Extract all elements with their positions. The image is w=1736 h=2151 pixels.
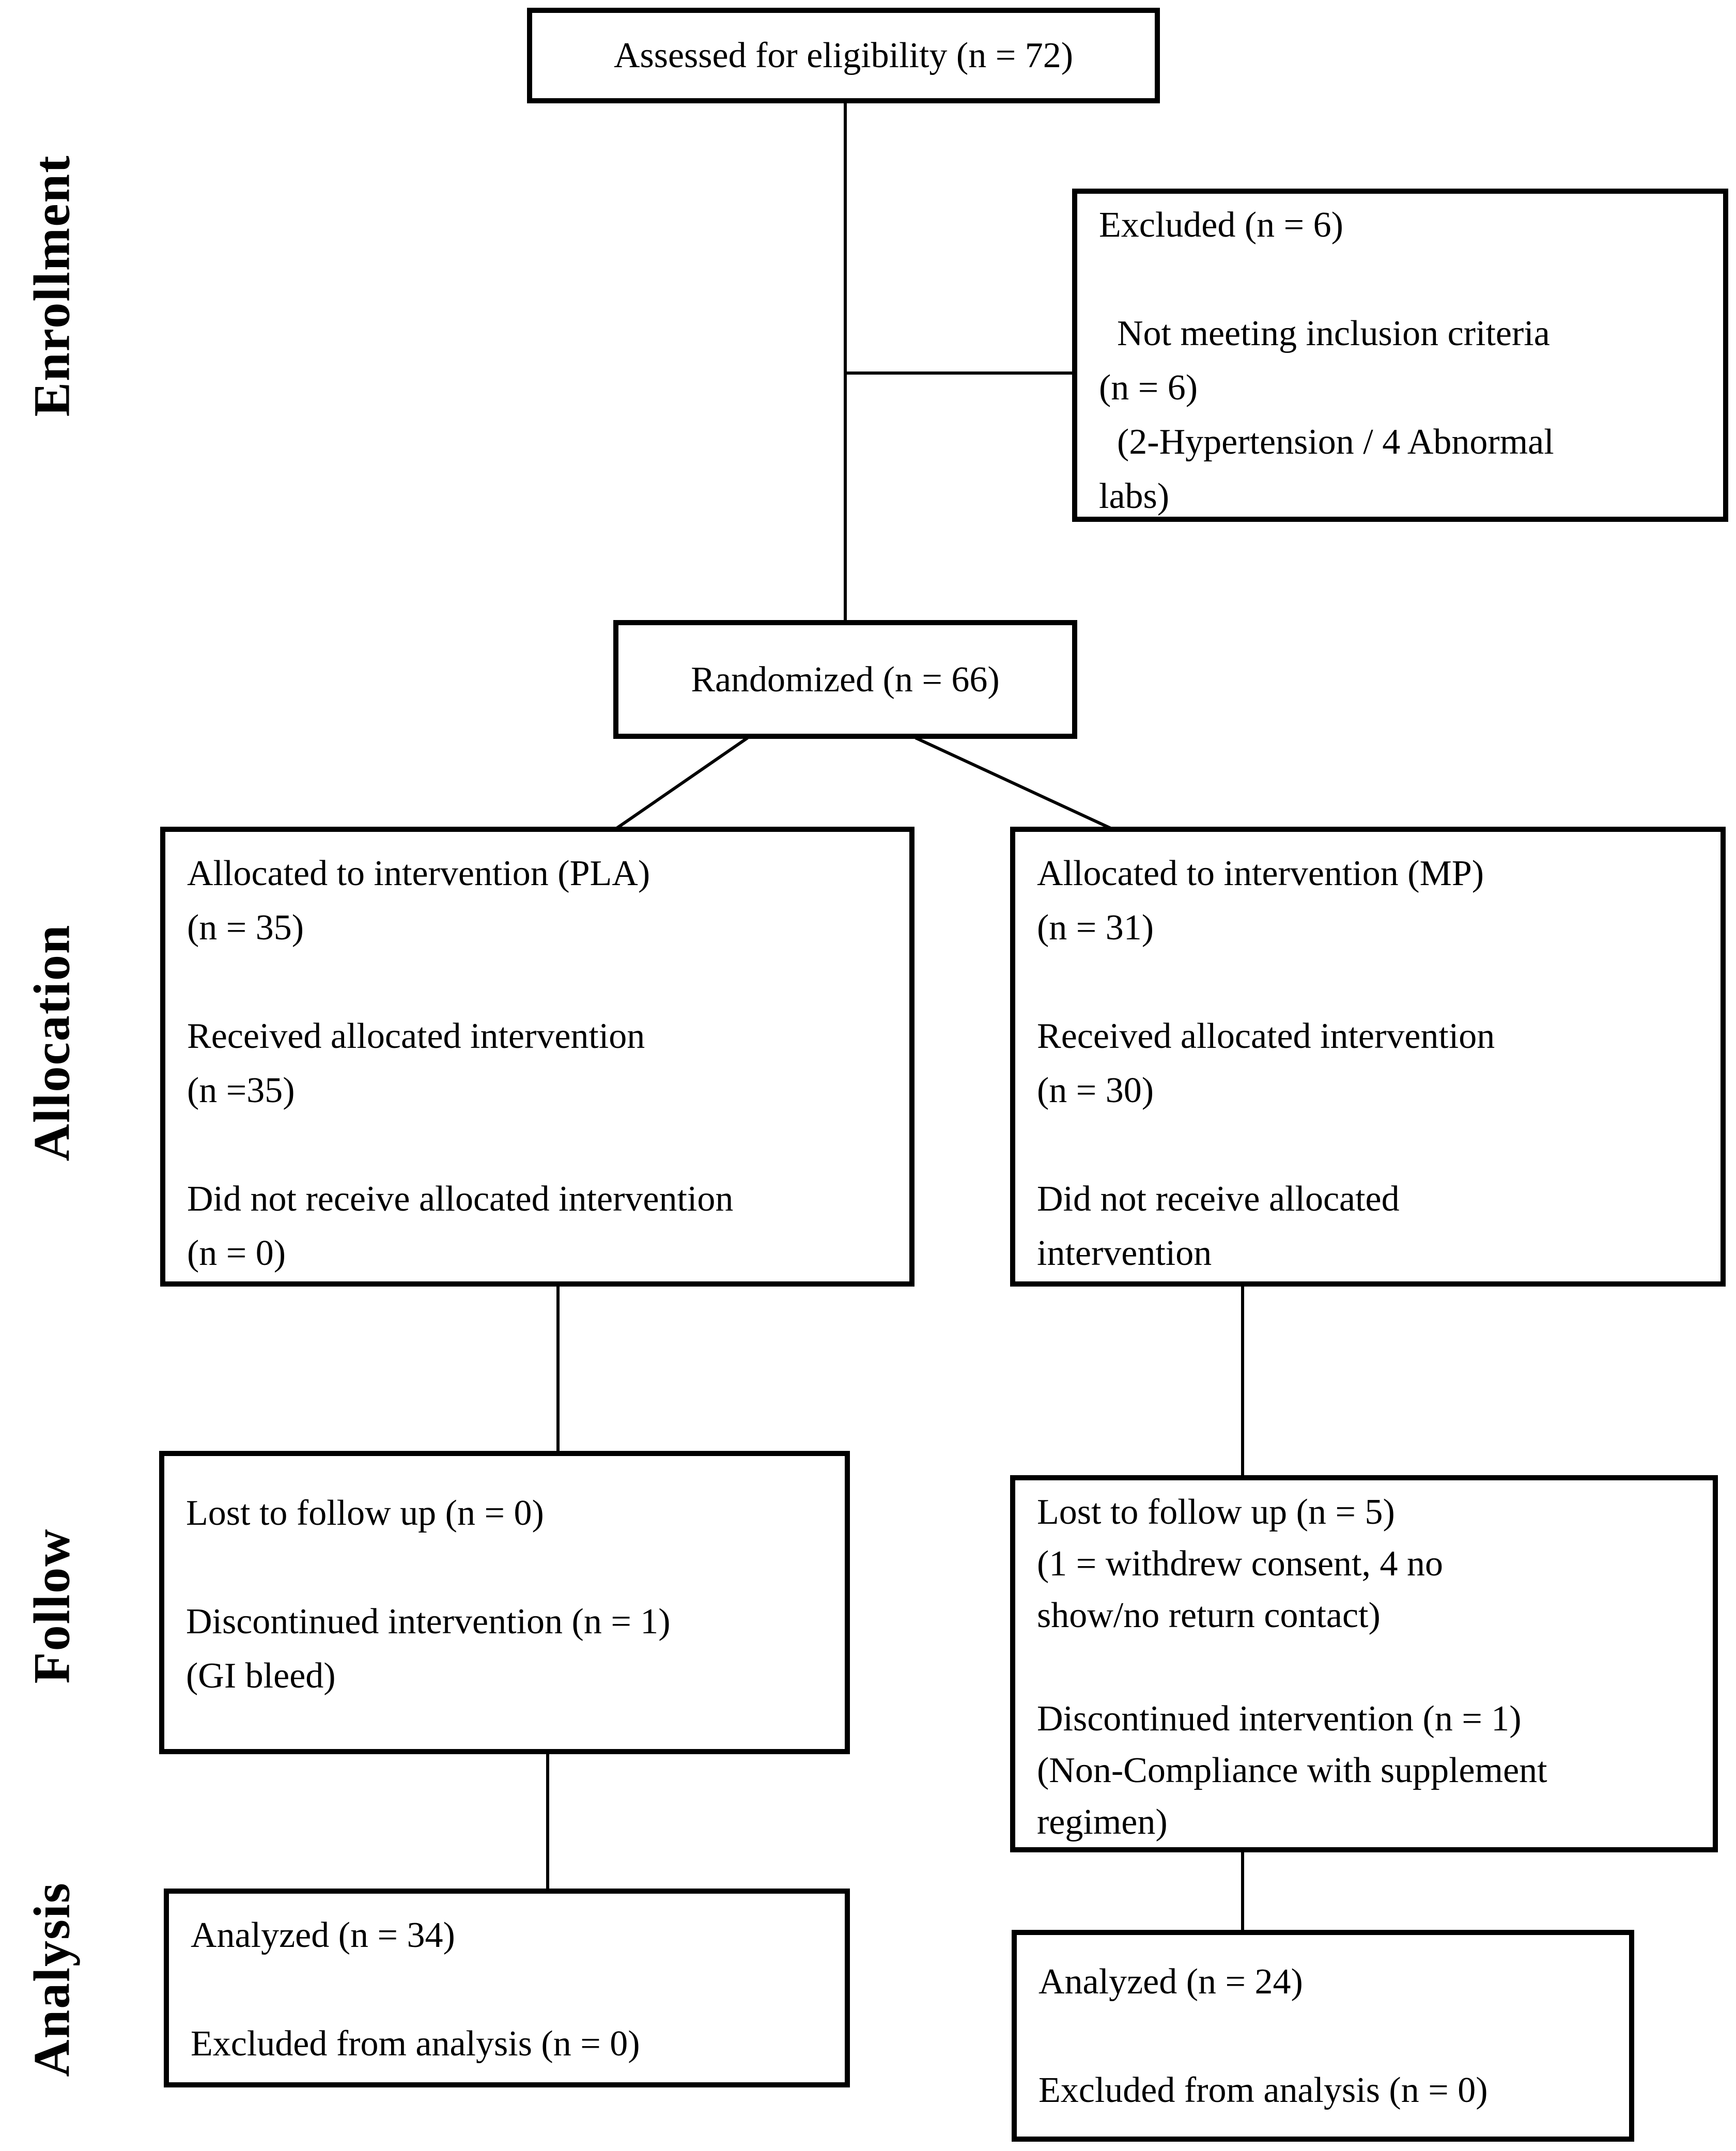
text-line: (n = 30)	[1037, 1071, 1154, 1110]
stage-label-analysis: Analysis	[23, 1882, 81, 2077]
box-excluded: Excluded (n = 6) Not meeting inclusion c…	[1072, 189, 1728, 522]
text-line: Lost to follow up (n = 0)	[186, 1493, 544, 1533]
text-line: Lost to follow up (n = 5)	[1037, 1492, 1395, 1532]
box-assessed-eligibility: Assessed for eligibility (n = 72)	[527, 8, 1160, 103]
text-line: Not meeting inclusion criteria	[1099, 314, 1550, 353]
text-line: labs)	[1099, 476, 1170, 516]
text-line: regimen)	[1037, 1802, 1168, 1842]
text-line: Excluded (n = 6)	[1099, 205, 1343, 245]
box-analysis-pla: Analyzed (n = 34) Excluded from analysis …	[164, 1889, 850, 2087]
box-allocation-mp: Allocated to intervention (MP) (n = 31) Re…	[1010, 827, 1726, 1287]
text-line: Did not receive allocated intervention	[187, 1179, 734, 1219]
connector-randomized-to-allocation-mp	[915, 736, 1113, 830]
text-line: (1 = withdrew consent, 4 no	[1037, 1544, 1443, 1584]
text-line	[1037, 1118, 1710, 1172]
box-followup-mp: Lost to follow up (n = 5) (1 = withdrew c…	[1010, 1475, 1718, 1852]
text-line: Excluded from analysis (n = 0)	[191, 2024, 640, 2064]
box-followup-pla: Lost to follow up (n = 0) Discontinued in…	[159, 1451, 850, 1754]
text-line: Did not receive allocated	[1037, 1179, 1400, 1219]
text-line: Received allocated intervention	[1037, 1016, 1495, 1056]
text-line: (n = 0)	[187, 1233, 286, 1273]
text-line	[1037, 1642, 1702, 1693]
text-line: Excluded from analysis (n = 0)	[1038, 2070, 1488, 2110]
text-line: (n = 31)	[1037, 908, 1154, 948]
text-line: Analyzed (n = 24)	[1038, 1962, 1303, 2002]
text-line	[186, 1540, 834, 1595]
stage-label-follow: Follow	[23, 1528, 81, 1684]
text-line: Allocated to intervention (MP)	[1037, 854, 1484, 893]
text-line: intervention	[1037, 1233, 1212, 1273]
stage-label-allocation: Allocation	[23, 924, 81, 1162]
text-line	[1038, 2009, 1619, 2063]
box-randomized: Randomized (n = 66)	[613, 620, 1077, 739]
text-line: Discontinued intervention (n = 1)	[1037, 1699, 1522, 1739]
text-line: Analyzed (n = 34)	[191, 1915, 455, 1955]
text-line: (Non-Compliance with supplement	[1037, 1751, 1547, 1790]
text-line: Received allocated intervention	[187, 1016, 645, 1056]
text-line	[187, 955, 899, 1009]
box-analysis-mp: Analyzed (n = 24) Excluded from analysis …	[1012, 1930, 1634, 2142]
text-line	[191, 1962, 834, 2017]
text-line: Discontinued intervention (n = 1)	[186, 1602, 671, 1642]
text-line	[1037, 955, 1710, 1009]
text-line: (2-Hypertension / 4 Abnormal	[1099, 422, 1554, 462]
text-line: Allocated to intervention (PLA)	[187, 854, 650, 893]
text-line: Randomized (n = 66)	[691, 659, 1000, 700]
stage-label-enrollment: Enrollment	[23, 154, 81, 417]
text-line: Assessed for eligibility (n = 72)	[613, 36, 1074, 75]
text-line: (n = 35)	[187, 908, 304, 948]
connector-randomized-to-allocation-pla	[615, 736, 749, 830]
box-allocation-pla: Allocated to intervention (PLA) (n = 35) R…	[160, 827, 915, 1287]
text-line: (n =35)	[187, 1071, 295, 1110]
text-line: (n = 6)	[1099, 368, 1198, 408]
text-line	[187, 1118, 899, 1172]
text-line: show/no return contact)	[1037, 1596, 1381, 1635]
text-line: (GI bleed)	[186, 1656, 336, 1696]
text-line	[1099, 252, 1713, 306]
